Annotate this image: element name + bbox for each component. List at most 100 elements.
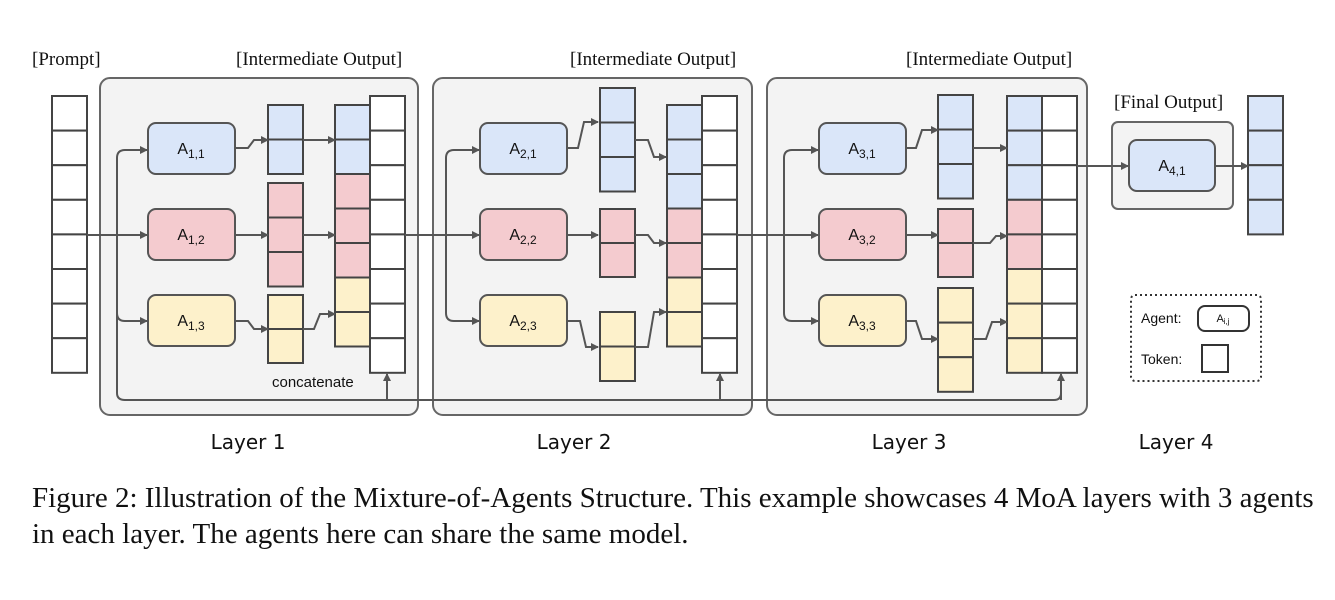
token-cell: [701, 95, 738, 132]
agent-3-2-label: A3,2: [848, 227, 876, 247]
token-cell: [1247, 198, 1284, 236]
token-cell: [1041, 302, 1078, 340]
l2-concat-prompt: [701, 95, 738, 374]
token-cell: [267, 251, 304, 288]
layer-4-label: Layer 4: [1139, 430, 1214, 454]
token-cell: [334, 242, 371, 279]
token-cell: [1006, 337, 1043, 374]
token-cell: [267, 216, 304, 253]
token-cell: [369, 337, 406, 374]
token-cell: [1041, 233, 1078, 270]
agent-1-3: [147, 294, 236, 347]
token-cell: [937, 208, 974, 244]
agent-1-2-label: A1,2: [177, 227, 205, 247]
agent-1-1-label: A1,1: [177, 141, 205, 161]
l3-out-2-tokens: [937, 208, 974, 278]
token-cell: [51, 164, 88, 201]
layer-3-label: Layer 3: [872, 430, 947, 454]
token-cell: [937, 163, 974, 200]
token-cell: [701, 233, 738, 270]
legend-token-label: Token:: [1141, 351, 1182, 367]
l3-out-1-tokens: [937, 94, 974, 200]
l2-out-1-tokens: [599, 87, 636, 193]
agent-2-2: [479, 208, 568, 261]
token-cell: [1006, 233, 1043, 270]
token-cell: [599, 121, 636, 158]
token-cell: [334, 311, 371, 348]
l1-out-2-tokens: [267, 182, 304, 288]
token-cell: [1247, 129, 1284, 167]
legend-token-symbol: [1201, 344, 1229, 373]
layer-1-label: Layer 1: [211, 430, 286, 454]
token-cell: [599, 242, 636, 278]
agent-2-2-label: A2,2: [509, 227, 537, 247]
agent-1-3-label: A1,3: [177, 313, 205, 333]
agent-3-2: [818, 208, 907, 261]
l2-out-2-tokens: [599, 208, 636, 278]
agent-4-1: [1128, 139, 1216, 192]
token-cell: [51, 233, 88, 270]
token-columns: [51, 87, 1284, 393]
legend: Agent: Ai,j Token:: [1130, 294, 1262, 382]
token-cell: [334, 207, 371, 244]
token-cell: [666, 173, 703, 210]
token-cell: [701, 129, 738, 167]
token-cell: [267, 294, 304, 330]
token-cell: [599, 311, 636, 348]
token-cell: [369, 302, 406, 340]
token-cell: [369, 129, 406, 167]
token-cell: [1041, 337, 1078, 374]
token-cell: [599, 345, 636, 382]
token-cell: [1006, 198, 1043, 236]
figure-caption: Figure 2: Illustration of the Mixture-of…: [32, 482, 1314, 550]
agent-3-3-label: A3,3: [848, 313, 876, 333]
l2-out-3-tokens: [599, 311, 636, 382]
token-cell: [666, 242, 703, 279]
token-cell: [599, 208, 636, 244]
final-output-label: [Final Output]: [1114, 92, 1223, 113]
token-cell: [1247, 95, 1284, 132]
concatenate-label: concatenate: [272, 374, 354, 391]
token-cell: [937, 128, 974, 165]
token-cell: [937, 321, 974, 359]
token-cell: [51, 337, 88, 374]
token-cell: [1041, 95, 1078, 132]
token-cell: [267, 182, 304, 219]
agent-1-2: [147, 208, 236, 261]
token-cell: [1041, 268, 1078, 305]
agent-2-3-label: A2,3: [509, 313, 537, 333]
l1-out-3-tokens: [267, 294, 304, 364]
token-cell: [1041, 129, 1078, 167]
token-cell: [1247, 164, 1284, 201]
token-cell: [701, 268, 738, 305]
agent-3-1: [818, 122, 907, 175]
token-cell: [666, 311, 703, 348]
agent-3-3: [818, 294, 907, 347]
token-cell: [701, 198, 738, 236]
token-cell: [937, 242, 974, 278]
token-cell: [334, 138, 371, 175]
legend-agent-label: Agent:: [1141, 310, 1181, 326]
token-cell: [51, 302, 88, 340]
moa-diagram: A1,1 A1,2 A1,3 A2,1 A2,2 A2,3 A3,1 A3,2 …: [32, 49, 1284, 454]
token-cell: [51, 129, 88, 167]
token-cell: [267, 104, 304, 141]
token-cell: [666, 207, 703, 244]
token-cell: [369, 164, 406, 201]
token-cell: [937, 356, 974, 393]
token-cell: [267, 328, 304, 364]
token-cell: [666, 104, 703, 141]
legend-agent-symbol-text: Ai,j: [1216, 313, 1229, 326]
token-cell: [51, 95, 88, 132]
token-cell: [1006, 302, 1043, 340]
legend-agent-symbol: [1197, 305, 1250, 332]
prompt-tokens: [51, 95, 88, 374]
token-cell: [1041, 198, 1078, 236]
token-cell: [666, 276, 703, 313]
final-output-tokens: [1247, 95, 1284, 236]
token-cell: [937, 287, 974, 324]
agent-1-1: [147, 122, 236, 175]
token-cell: [334, 173, 371, 210]
token-cell: [369, 198, 406, 236]
token-cell: [267, 138, 304, 175]
